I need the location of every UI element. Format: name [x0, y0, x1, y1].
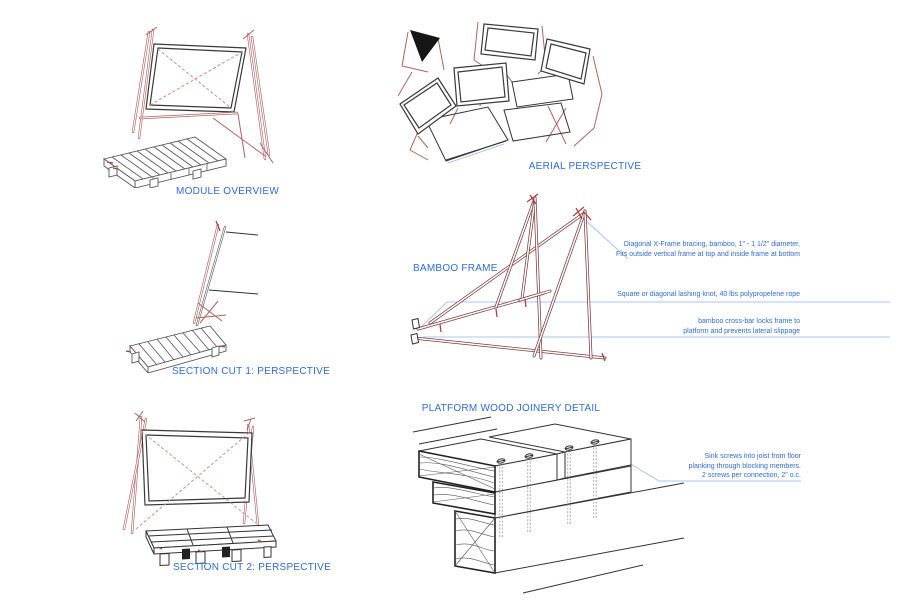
red-clips — [125, 345, 226, 353]
title-aerial-perspective: AERIAL PERSPECTIVE — [528, 161, 642, 172]
cross-bar-and-braces — [138, 111, 274, 164]
annotation-line: bamboo cross-bar locks frame to — [698, 318, 800, 325]
screw-shanks — [499, 444, 597, 538]
platform — [125, 325, 227, 373]
frame-members — [192, 220, 259, 327]
red-clips — [106, 161, 119, 170]
screw-head — [590, 439, 600, 445]
leader-xframe — [583, 218, 629, 260]
bamboo-frame-drawing — [410, 193, 607, 362]
module-screens — [399, 23, 591, 135]
title-module-overview: MODULE OVERVIEW — [175, 186, 280, 197]
background-boards — [412, 416, 685, 594]
annotation-xframe: Diagonal X-Frame bracing, bamboo, 1" - 1… — [616, 240, 800, 259]
section-cut-2-drawing — [122, 410, 277, 567]
screen — [135, 429, 257, 530]
pallet-platform — [145, 524, 277, 567]
annotation-line: Fits outside vertical frame at top and i… — [615, 250, 800, 258]
hatched-platforms — [425, 73, 574, 164]
title-section-cut-1: SECTION CUT 1: PERSPECTIVE — [171, 366, 330, 377]
bamboo-poles — [412, 196, 607, 360]
section-cut-1-drawing — [125, 220, 259, 373]
annotation-screws: Sink screws into joist from floor planki… — [689, 452, 801, 481]
title-bamboo-frame: BAMBOO FRAME — [413, 263, 498, 274]
red-clips — [157, 539, 263, 553]
screw-head — [496, 458, 506, 464]
annotation-line: 2 screws per connection, 2" o.c. — [702, 472, 801, 479]
annotation-line: platform and prevents lateral slippage — [683, 327, 800, 335]
annotation-line: planking through blocking members. — [688, 462, 801, 470]
pole-tips-and-feet — [410, 193, 606, 362]
annotation-line: Square or diagonal lashing knot, 40 lbs … — [617, 291, 800, 298]
floor-planks — [418, 423, 632, 493]
screws — [496, 439, 600, 538]
joinery-detail-drawing — [412, 416, 685, 594]
leader-lashing — [420, 301, 890, 328]
aerial-perspective-drawing — [398, 21, 603, 164]
annotation-line: Diagonal X-Frame bracing, bamboo, 1" - 1… — [623, 241, 800, 248]
a-frame-legs — [131, 26, 271, 161]
annotation-line: Sink screws into joist from floor — [704, 453, 801, 460]
screw-head — [524, 453, 534, 459]
annotation-lashing: Square or diagonal lashing knot, 40 lbs … — [617, 290, 800, 300]
x-bracing-dashed — [149, 48, 243, 109]
platform — [102, 136, 228, 188]
cut-faces — [418, 450, 496, 574]
screen — [145, 43, 247, 113]
title-section-cut-2: SECTION CUT 2: PERSPECTIVE — [172, 562, 331, 573]
module-overview-drawing — [102, 26, 274, 188]
title-joinery-detail: PLATFORM WOOD JOINERY DETAIL — [421, 403, 601, 414]
x-bracing-dashed — [135, 430, 257, 530]
annotation-crossbar: bamboo cross-bar locks frame to platform… — [683, 317, 800, 336]
screw-head — [564, 445, 574, 451]
